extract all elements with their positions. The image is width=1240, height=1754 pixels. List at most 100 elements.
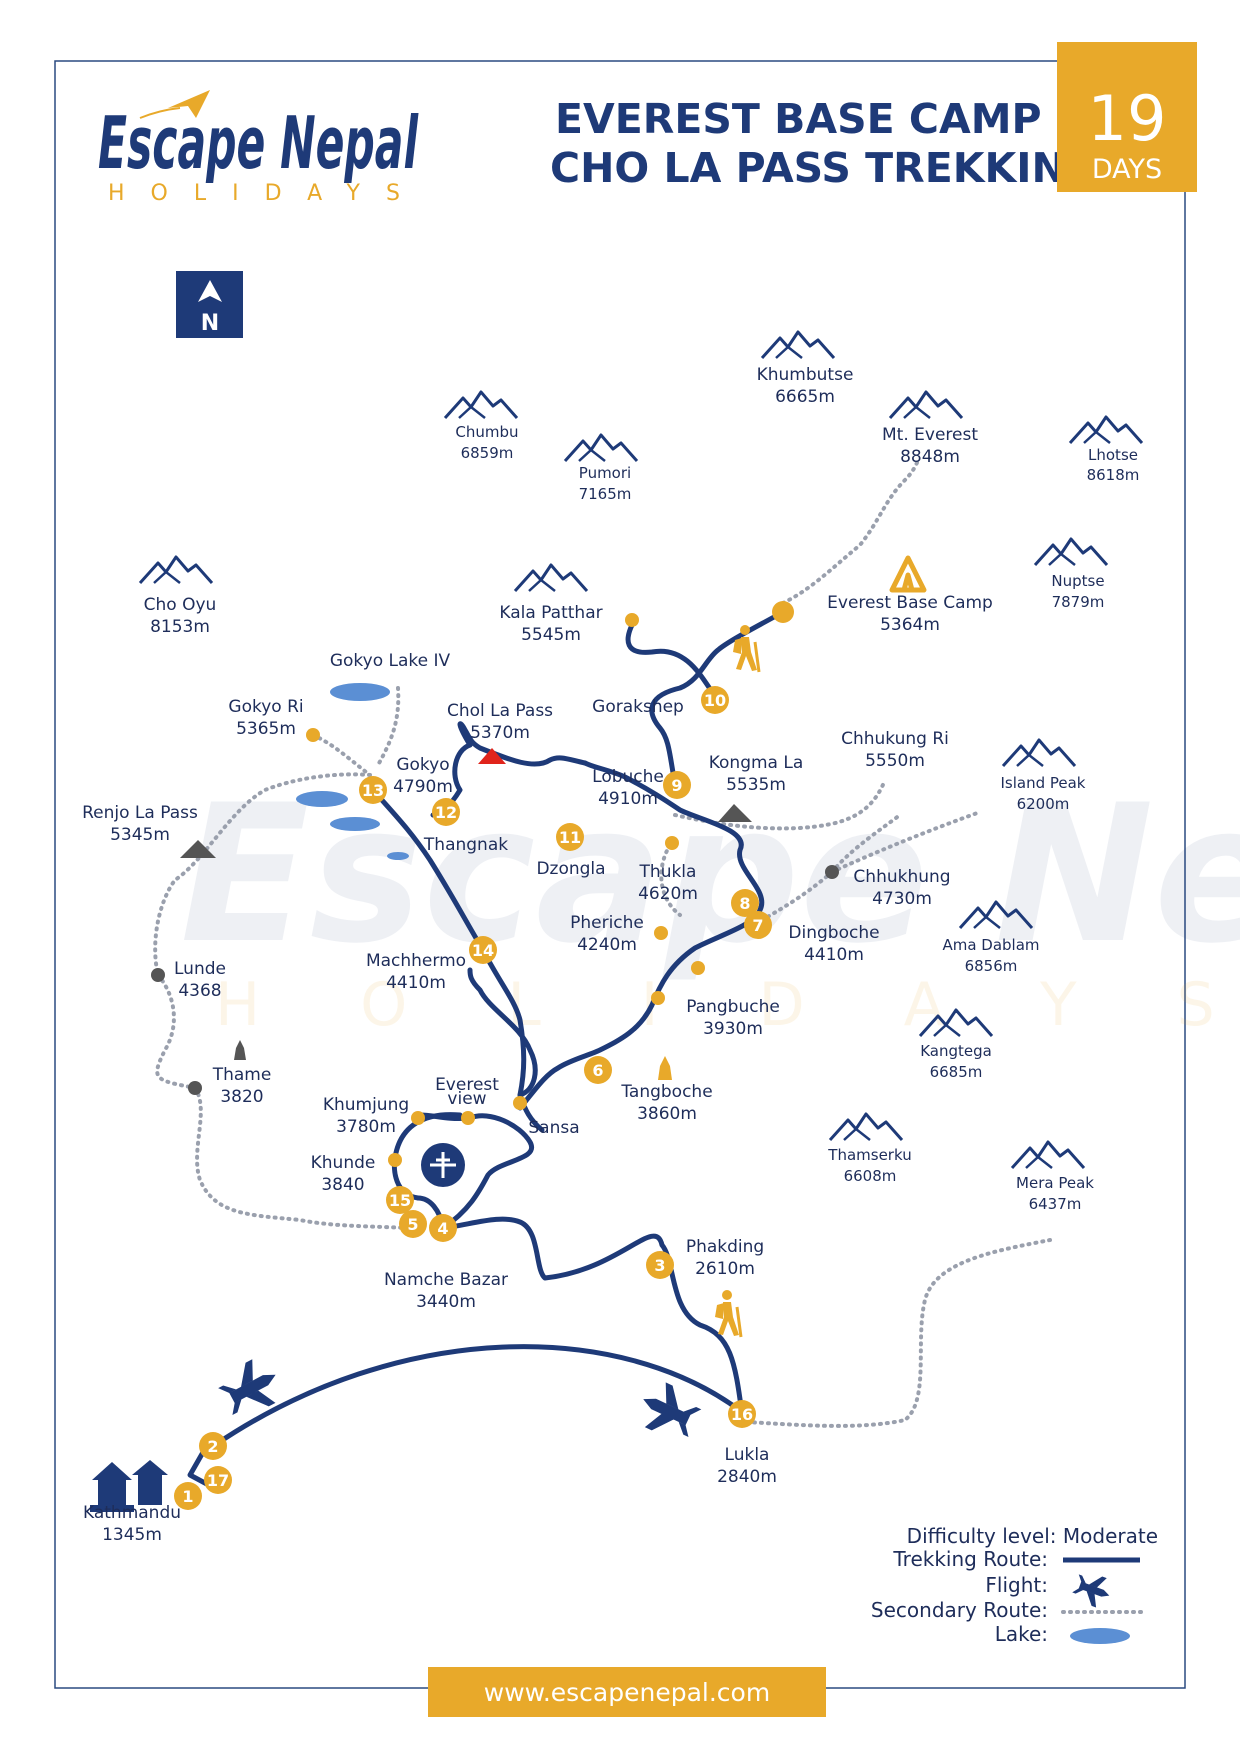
place-dingboche-alt: 4410m	[804, 945, 864, 965]
place-chola-name: Chol La Pass	[447, 701, 553, 721]
svg-text:4: 4	[437, 1219, 448, 1238]
peak-lhotse-name: Lhotse	[1088, 446, 1138, 464]
peak-thamserku-alt: 6608m	[844, 1167, 897, 1185]
mountain-icon-khumbutse	[760, 330, 836, 360]
legend: Difficulty level: Moderate Trekking Rout…	[871, 1524, 1158, 1646]
place-gokyo-ri-name: Gokyo Ri	[228, 697, 303, 717]
kongma-pass-icon	[718, 804, 752, 822]
place-thukla-alt: 4620m	[638, 884, 698, 904]
stop-5: 5	[399, 1210, 427, 1238]
waypoint-lunde	[151, 968, 165, 982]
waypoint-thame	[188, 1081, 202, 1095]
peak-chumbu-name: Chumbu	[455, 423, 518, 441]
peak-island-alt: 6200m	[1017, 795, 1070, 813]
svg-text:3: 3	[654, 1256, 665, 1275]
stop-13: 13	[359, 776, 387, 804]
place-tangboche-alt: 3860m	[637, 1104, 697, 1124]
place-lobuche-name: Lobuche	[592, 767, 664, 787]
peak-everest-name: Mt. Everest	[882, 425, 978, 445]
mountain-icon-nuptse	[1033, 537, 1109, 567]
minor-waypoints	[306, 601, 794, 1167]
place-kongma-name: Kongma La	[709, 753, 804, 773]
svg-text:15: 15	[389, 1191, 411, 1210]
stop-10: 10	[701, 686, 729, 714]
svg-text:9: 9	[671, 776, 682, 795]
lake-gokyo-2	[330, 817, 380, 831]
mountain-icon-lhotse	[1068, 415, 1144, 445]
place-lobuche-alt: 4910m	[598, 789, 658, 809]
peak-island-name: Island Peak	[1000, 774, 1085, 792]
svg-text:7: 7	[752, 916, 763, 935]
peak-mera-name: Mera Peak	[1016, 1174, 1094, 1192]
title-line-2: CHO LA PASS TREKKING	[550, 144, 1099, 192]
place-everest-view-1: Everest	[435, 1075, 499, 1095]
place-pangbuche-alt: 3930m	[703, 1019, 763, 1039]
place-tangboche-name: Tangboche	[620, 1082, 712, 1102]
place-kongma-alt: 5535m	[726, 775, 786, 795]
website-link[interactable]: www.escapenepal.com	[484, 1678, 770, 1707]
north-compass: N	[176, 271, 243, 338]
stupa-icon-tangboche	[658, 1056, 672, 1080]
paper-plane-icon	[168, 90, 210, 118]
mountain-icon-island-peak	[1001, 738, 1077, 768]
svg-text:12: 12	[435, 803, 457, 822]
stop-11: 11	[556, 823, 584, 851]
place-pangbuche-name: Pangbuche	[686, 997, 780, 1017]
place-pheriche-name: Pheriche	[570, 913, 644, 933]
peak-ama-dablam-alt: 6856m	[965, 957, 1018, 975]
place-ebc-alt: 5364m	[880, 615, 940, 635]
stop-14: 14	[469, 936, 497, 964]
brand-logo: Escape Nepal HOLIDAYS	[98, 90, 419, 206]
svg-text:17: 17	[207, 1471, 229, 1490]
legend-difficulty: Difficulty level: Moderate	[907, 1524, 1158, 1548]
peak-chumbu-alt: 6859m	[461, 444, 514, 462]
place-chhukhung-name: Chhukhung	[853, 867, 950, 887]
svg-text:16: 16	[731, 1405, 753, 1424]
place-kathmandu-name: Kathmandu	[83, 1503, 181, 1523]
kathmandu-temple-icon	[90, 1460, 168, 1512]
place-thangnak-name: Thangnak	[423, 835, 508, 855]
peak-pumori-alt: 7165m	[579, 485, 632, 503]
legend-secondary-label: Secondary Route:	[871, 1598, 1048, 1622]
stop-16: 16	[728, 1400, 756, 1428]
stop-1: 1	[174, 1482, 202, 1510]
stupa-icon-thame	[234, 1040, 246, 1060]
peak-nuptse-name: Nuptse	[1051, 572, 1104, 590]
stop-9: 9	[663, 771, 691, 799]
legend-lake-swatch	[1070, 1628, 1130, 1644]
place-dzongla-name: Dzongla	[536, 859, 605, 879]
place-machhermo-name: Machhermo	[366, 951, 466, 971]
mountain-icon-cho-oyu	[138, 555, 214, 585]
hiker-icon-1	[731, 623, 761, 674]
legend-trek-label: Trekking Route:	[892, 1547, 1048, 1571]
peak-labels: Khumbutse 6665m Mt. Everest 8848m Lhotse…	[144, 365, 1140, 1213]
place-labels: Everest Base Camp 5364m Gokyo Lake IV Go…	[82, 593, 993, 1545]
peak-ama-dablam-name: Ama Dablam	[942, 936, 1039, 954]
place-khunde-name: Khunde	[311, 1153, 376, 1173]
place-renjo-alt: 5345m	[110, 825, 170, 845]
stop-12: 12	[432, 798, 460, 826]
peak-khumbutse-alt: 6665m	[775, 387, 835, 407]
svg-text:10: 10	[704, 691, 726, 710]
peak-kala-patthar-name: Kala Patthar	[499, 603, 602, 623]
stop-4: 4	[429, 1214, 457, 1242]
website-banner[interactable]: www.escapenepal.com	[428, 1667, 826, 1717]
place-gokyo-alt: 4790m	[393, 777, 453, 797]
renjo-pass-icon	[180, 840, 216, 858]
mountain-icon-pumori	[563, 433, 639, 463]
compass-letter: N	[201, 311, 219, 336]
peak-khumbutse-name: Khumbutse	[757, 365, 854, 385]
peak-kangtega-alt: 6685m	[930, 1063, 983, 1081]
place-lunde-name: Lunde	[174, 959, 226, 979]
svg-text:13: 13	[362, 781, 384, 800]
place-thame-alt: 3820	[220, 1087, 263, 1107]
place-thukla-name: Thukla	[639, 862, 697, 882]
peak-nuptse-alt: 7879m	[1052, 593, 1105, 611]
watermark-main: Escape Nepal	[180, 764, 1240, 985]
place-kathmandu-alt: 1345m	[102, 1525, 162, 1545]
days-label: DAYS	[1092, 154, 1162, 185]
place-renjo-name: Renjo La Pass	[82, 803, 198, 823]
place-phakding-alt: 2610m	[695, 1259, 755, 1279]
flight-plane-icon-1	[213, 1352, 288, 1424]
waypoint-chhukhung	[825, 865, 839, 879]
